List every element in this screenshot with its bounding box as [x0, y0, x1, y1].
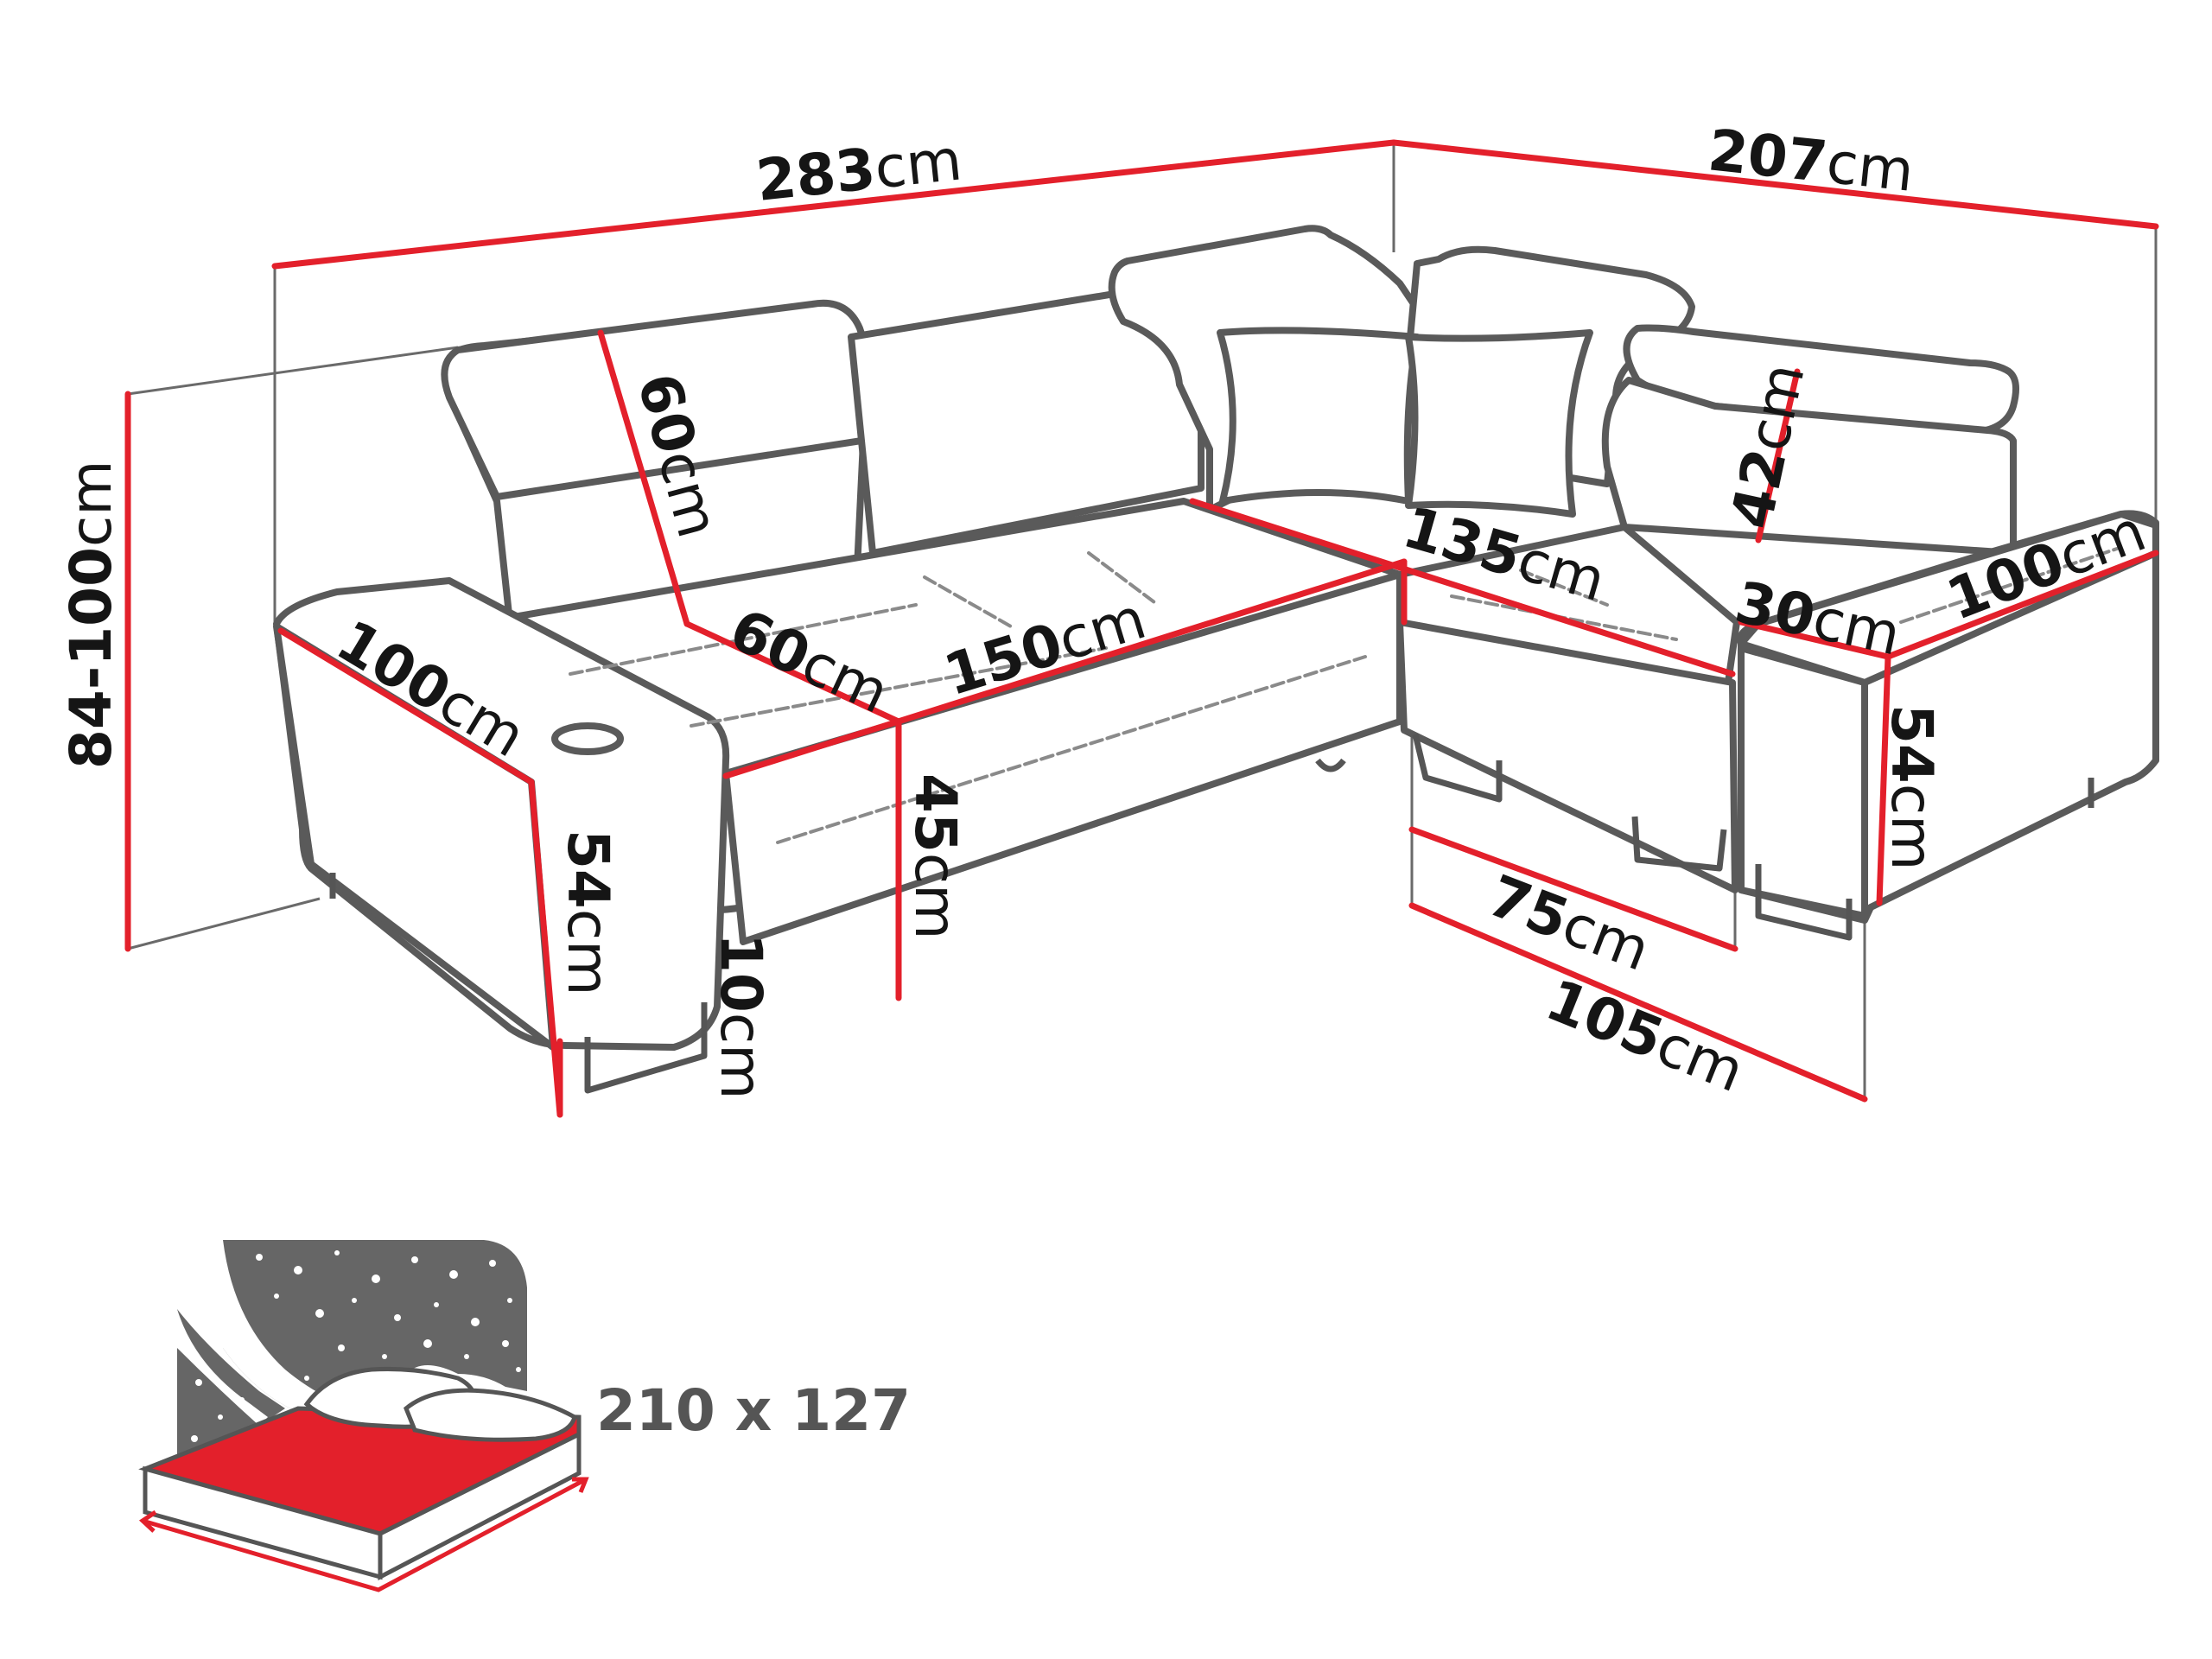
sky-curve-cut-2	[177, 1309, 268, 1426]
bed-size-label: 210 x 127	[596, 1377, 911, 1444]
bed-arrow	[142, 1477, 588, 1592]
dim-line-headrest-right	[1755, 368, 1801, 543]
stars	[191, 1250, 521, 1442]
dim-line-total-width	[271, 139, 1397, 270]
night-sky-backdrop	[223, 1240, 527, 1417]
label-headrest-right: 42cm	[1718, 358, 1817, 534]
leg-left-front	[584, 1002, 708, 1094]
mattress-front	[378, 1430, 582, 1581]
dim-line-armrest-left-depth	[277, 627, 535, 785]
cup-holder	[551, 722, 624, 755]
chaise-front	[1396, 619, 1738, 893]
leg-chaise-2	[1631, 816, 1727, 872]
leg-arm-right	[1755, 864, 1853, 941]
sofa-body	[273, 225, 2159, 1051]
bed-arrow-head-left	[138, 1510, 157, 1533]
dim-line-side-length	[1390, 139, 2159, 230]
label-seat-height: 45cm	[902, 773, 969, 939]
leg-center	[1315, 758, 1346, 772]
pillow-right	[404, 1388, 577, 1442]
bed-arrow-head-right	[572, 1477, 589, 1493]
dim-line-chaise-outer	[1408, 902, 1868, 1103]
seam-right-arm	[1899, 547, 2119, 624]
sofa-legs	[329, 734, 2094, 1094]
seam-front-1	[776, 655, 1367, 844]
label-total-width: 283cm	[753, 126, 965, 213]
leg-chaise-1	[1412, 734, 1503, 803]
extension-lines	[127, 143, 2158, 1115]
dim-line-backrest-left	[597, 329, 690, 627]
seam-cushion-2	[1087, 551, 1160, 607]
left-seat-front	[722, 571, 1403, 945]
dim-line-corner-seat	[1189, 498, 1736, 677]
label-armrest-left-height: 54cm	[555, 830, 621, 995]
label-armrest-right-width: 30cm	[1730, 569, 1906, 668]
dim-line-seat-width	[722, 558, 1408, 779]
label-armrest-right-height: 54cm	[1878, 704, 1945, 870]
dim-line-seat-depth	[683, 620, 902, 725]
throw-pillow-left	[1217, 327, 1421, 505]
label-height: 84-100cm	[58, 460, 124, 769]
seam-left-seat	[569, 603, 918, 676]
dim-line-armrest-left-height	[528, 779, 563, 1118]
label-side-length: 207cm	[1705, 117, 1916, 204]
dim-line-armrest-right-width	[1738, 619, 1891, 660]
seam-left-seat-2	[690, 646, 1108, 728]
dim-line-chaise-inner	[1408, 826, 1738, 952]
dim-line-armrest-right-height	[1876, 653, 1891, 906]
seam-cushion-1	[923, 575, 1013, 628]
label-chaise-inner: 75cm	[1479, 862, 1658, 984]
throw-pillow-right	[1405, 329, 1593, 518]
bed-with-night-sky-icon	[138, 1240, 589, 1592]
dimension-lines	[124, 139, 2159, 1118]
sky-curve-cut	[223, 1240, 341, 1417]
dim-line-armrest-right-depth	[1885, 550, 2159, 660]
label-leg-height: 10cm	[708, 933, 774, 1099]
label-chaise-outer: 105cm	[1537, 966, 1753, 1105]
seam-chaise-2	[1519, 569, 1609, 607]
